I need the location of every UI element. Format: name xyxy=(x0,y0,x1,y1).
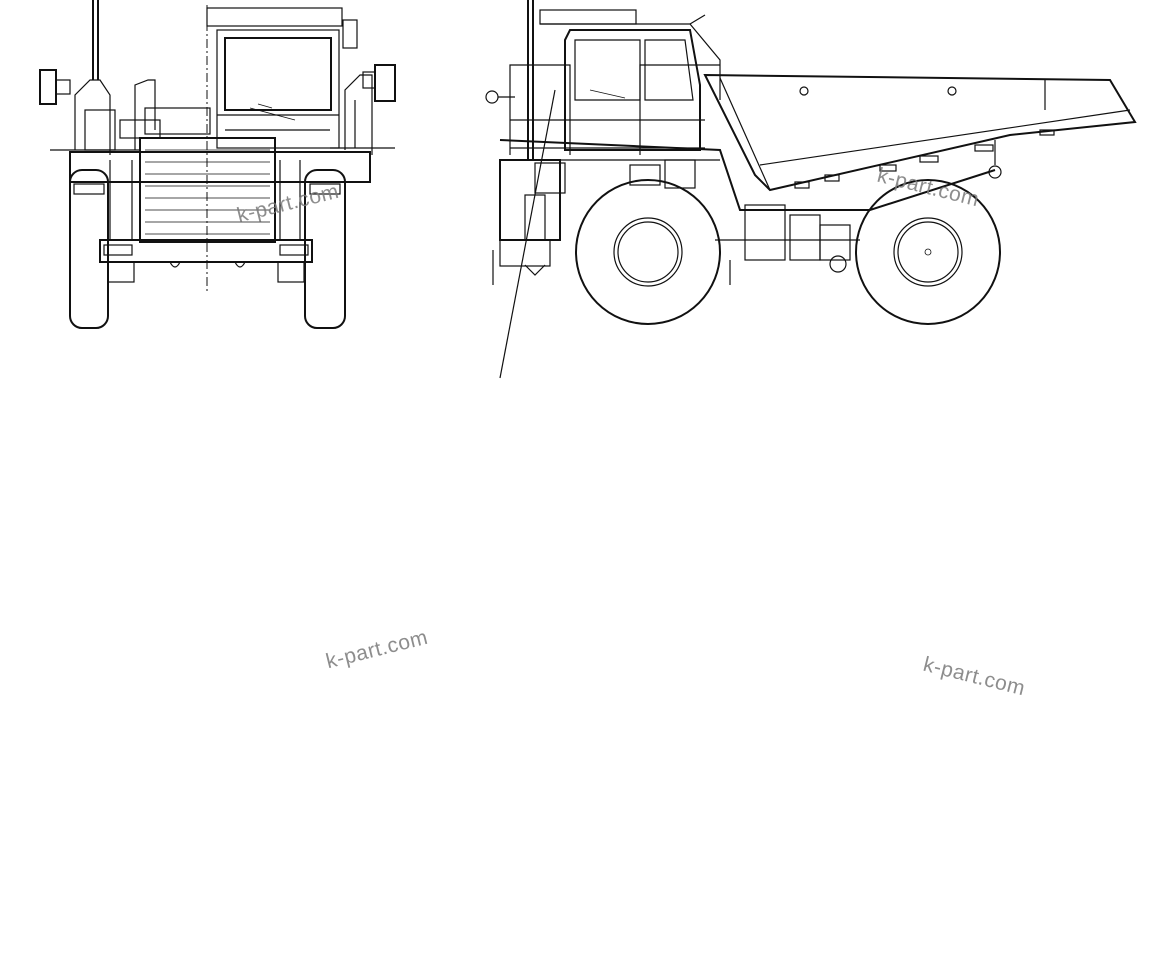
radiator-grille xyxy=(139,137,276,243)
leader-line xyxy=(499,89,556,379)
left-mirror xyxy=(39,69,57,105)
dump-body xyxy=(703,73,1137,192)
front-windshield xyxy=(224,37,332,111)
front-right-tire xyxy=(304,169,346,329)
side-front-wheel xyxy=(575,179,721,325)
right-mirror xyxy=(374,64,396,102)
side-cab xyxy=(564,29,701,151)
side-rear-wheel xyxy=(855,179,1001,325)
front-view xyxy=(39,0,396,329)
side-view xyxy=(485,0,1137,379)
front-left-tire xyxy=(69,169,109,329)
